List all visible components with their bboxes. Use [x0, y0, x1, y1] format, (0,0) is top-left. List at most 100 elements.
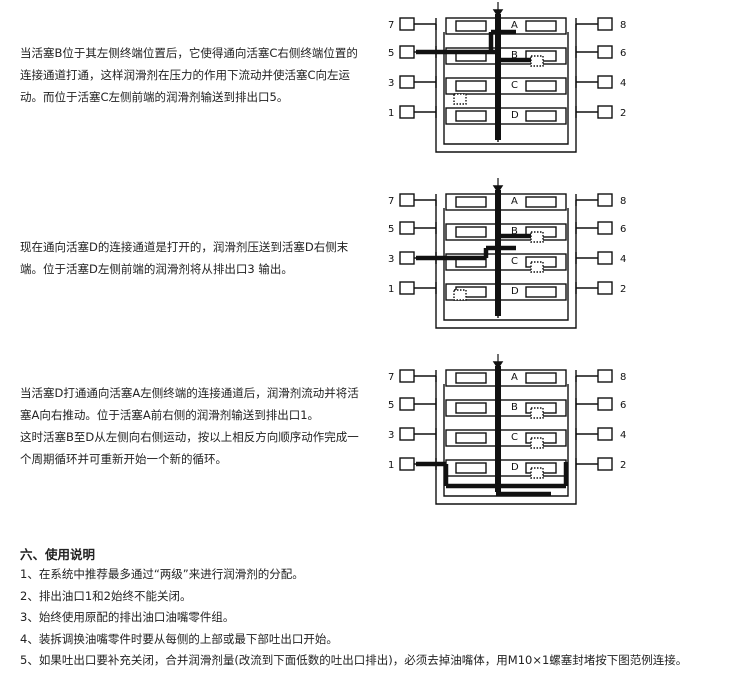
paragraph-line: 现在通向活塞D的连接通道是打开的，润滑剂压送到活塞D右侧末 [20, 240, 349, 254]
outlet-port-right [597, 369, 613, 383]
port-label-right: 4 [620, 254, 626, 265]
outlet-port-left [399, 105, 415, 119]
port-label-left: 5 [388, 48, 394, 59]
piston-label: A [511, 20, 518, 31]
outlet-port-right [597, 75, 613, 89]
port-label-right: 8 [620, 196, 626, 207]
outlet-port-left [399, 397, 415, 411]
distributor-svg: 7 8 5 6 3 4 1 2 A B C D [388, 178, 626, 329]
lubricant-chamber [530, 467, 544, 479]
port-label-right: 8 [620, 20, 626, 31]
port-label-left: 3 [388, 78, 394, 89]
port-label-right: 6 [620, 48, 626, 59]
paragraph-line: 连接通道打通，这样润滑剂在压力的作用下流动并使活塞C向左运 [20, 68, 351, 82]
port-label-right: 4 [620, 78, 626, 89]
description-paragraph-3: 当活塞D打通通向活塞A左侧终端的连接通道后，润滑剂流动并将活 塞A向右推动。位于… [20, 382, 375, 470]
piston-chamber [445, 193, 567, 211]
port-label-left: 5 [388, 224, 394, 235]
section-title: 六、使用说明 [20, 547, 96, 562]
piston-chamber [445, 107, 567, 125]
outlet-port-left [399, 427, 415, 441]
port-label-right: 4 [620, 430, 626, 441]
piston-label: B [511, 402, 518, 413]
piston-label: C [511, 256, 518, 267]
outlet-port-right [597, 427, 613, 441]
paragraph-line: 这时活塞B至D从左侧向右侧运动，按以上相反方向顺序动作完成一 [20, 430, 359, 444]
outlet-port-right [597, 221, 613, 235]
piston-label: A [511, 196, 518, 207]
usage-item: 1、在系统中推荐最多通过“两级”来进行润滑剂的分配。 [20, 567, 304, 581]
piston-chamber [445, 77, 567, 95]
port-label-right: 2 [620, 284, 626, 295]
piston-label: B [511, 226, 518, 237]
piston-label: D [511, 462, 519, 473]
outlet-port-right [597, 457, 613, 471]
piston-chamber [445, 253, 567, 271]
outlet-port-right [597, 17, 613, 31]
port-label-right: 6 [620, 224, 626, 235]
lubricant-chamber [530, 231, 544, 243]
outlet-port-right [597, 45, 613, 59]
outlet-port-right [597, 251, 613, 265]
piston-label: C [511, 432, 518, 443]
piston-label: C [511, 80, 518, 91]
outlet-port-left [399, 221, 415, 235]
lubricant-chamber [453, 93, 467, 105]
lubricant-chamber [530, 55, 544, 67]
outlet-port-left [399, 251, 415, 265]
usage-item: 5、如果吐出口要补充关闭，合并润滑剂量(改流到下面低数的吐出口排出)，必须去掉油… [20, 653, 688, 667]
outlet-port-right [597, 281, 613, 295]
distributor-diagram-1: 7 8 5 6 3 4 1 2 A B C D [376, 2, 640, 160]
paragraph-line: 当活塞B位于其左侧终端位置后，它使得通向活塞C右侧终端位置的 [20, 46, 358, 60]
piston-label: D [511, 286, 519, 297]
outlet-port-left [399, 457, 415, 471]
piston-chamber [445, 223, 567, 241]
port-label-left: 1 [388, 108, 394, 119]
lubricant-chamber [453, 289, 467, 301]
port-label-left: 7 [388, 196, 394, 207]
port-label-right: 2 [620, 108, 626, 119]
port-label-left: 3 [388, 254, 394, 265]
piston-chamber [445, 429, 567, 447]
paragraph-line: 个周期循环并可重新开始一个新的循环。 [20, 452, 227, 466]
outlet-port-left [399, 193, 415, 207]
lubricant-chamber [530, 261, 544, 273]
port-label-left: 5 [388, 400, 394, 411]
port-label-left: 3 [388, 430, 394, 441]
outlet-port-left [399, 281, 415, 295]
usage-item: 3、始终使用原配的排出油口油嘴零件组。 [20, 610, 235, 624]
usage-item: 2、排出油口1和2始终不能关闭。 [20, 588, 192, 603]
port-label-left: 7 [388, 372, 394, 383]
outlet-port-right [597, 397, 613, 411]
distributor-diagram-2: 7 8 5 6 3 4 1 2 A B C D [376, 178, 640, 336]
paragraph-line: 塞A向右推动。位于活塞A前右侧的润滑剂输送到排出口1。 [20, 408, 320, 422]
outlet-port-right [597, 105, 613, 119]
piston-label: B [511, 50, 518, 61]
lubricant-chamber [530, 437, 544, 449]
outlet-port-left [399, 75, 415, 89]
piston-label: A [511, 372, 518, 383]
port-label-left: 1 [388, 284, 394, 295]
outlet-port-left [399, 369, 415, 383]
distributor-svg: 7 8 5 6 3 4 1 2 A B C D [388, 354, 626, 505]
outlet-port-left [399, 17, 415, 31]
outlet-port-right [597, 193, 613, 207]
port-label-left: 7 [388, 20, 394, 31]
piston-chamber [445, 283, 567, 301]
port-label-right: 8 [620, 372, 626, 383]
description-paragraph-1: 当活塞B位于其左侧终端位置后，它使得通向活塞C右侧终端位置的 连接通道打通，这样… [20, 42, 375, 108]
paragraph-line: 端。位于活塞D左侧前端的润滑剂将从排出口3 输出。 [20, 262, 293, 276]
description-paragraph-2: 现在通向活塞D的连接通道是打开的，润滑剂压送到活塞D右侧末 端。位于活塞D左侧前… [20, 236, 375, 280]
port-label-left: 1 [388, 460, 394, 471]
distributor-svg: 7 8 5 6 3 4 1 2 A B C D [388, 2, 626, 153]
paragraph-line: 当活塞D打通通向活塞A左侧终端的连接通道后，润滑剂流动并将活 [20, 386, 359, 400]
distributor-diagram-3: 7 8 5 6 3 4 1 2 A B C D [376, 354, 640, 512]
port-label-right: 6 [620, 400, 626, 411]
port-label-right: 2 [620, 460, 626, 471]
outlet-port-left [399, 45, 415, 59]
piston-chamber [445, 369, 567, 387]
paragraph-line: 动。而位于活塞C左侧前端的润滑剂输送到排出口5。 [20, 90, 289, 104]
lubricant-chamber [530, 407, 544, 419]
piston-label: D [511, 110, 519, 121]
usage-item: 4、装拆调换油嘴零件时要从每侧的上部或最下部吐出口开始。 [20, 631, 338, 646]
